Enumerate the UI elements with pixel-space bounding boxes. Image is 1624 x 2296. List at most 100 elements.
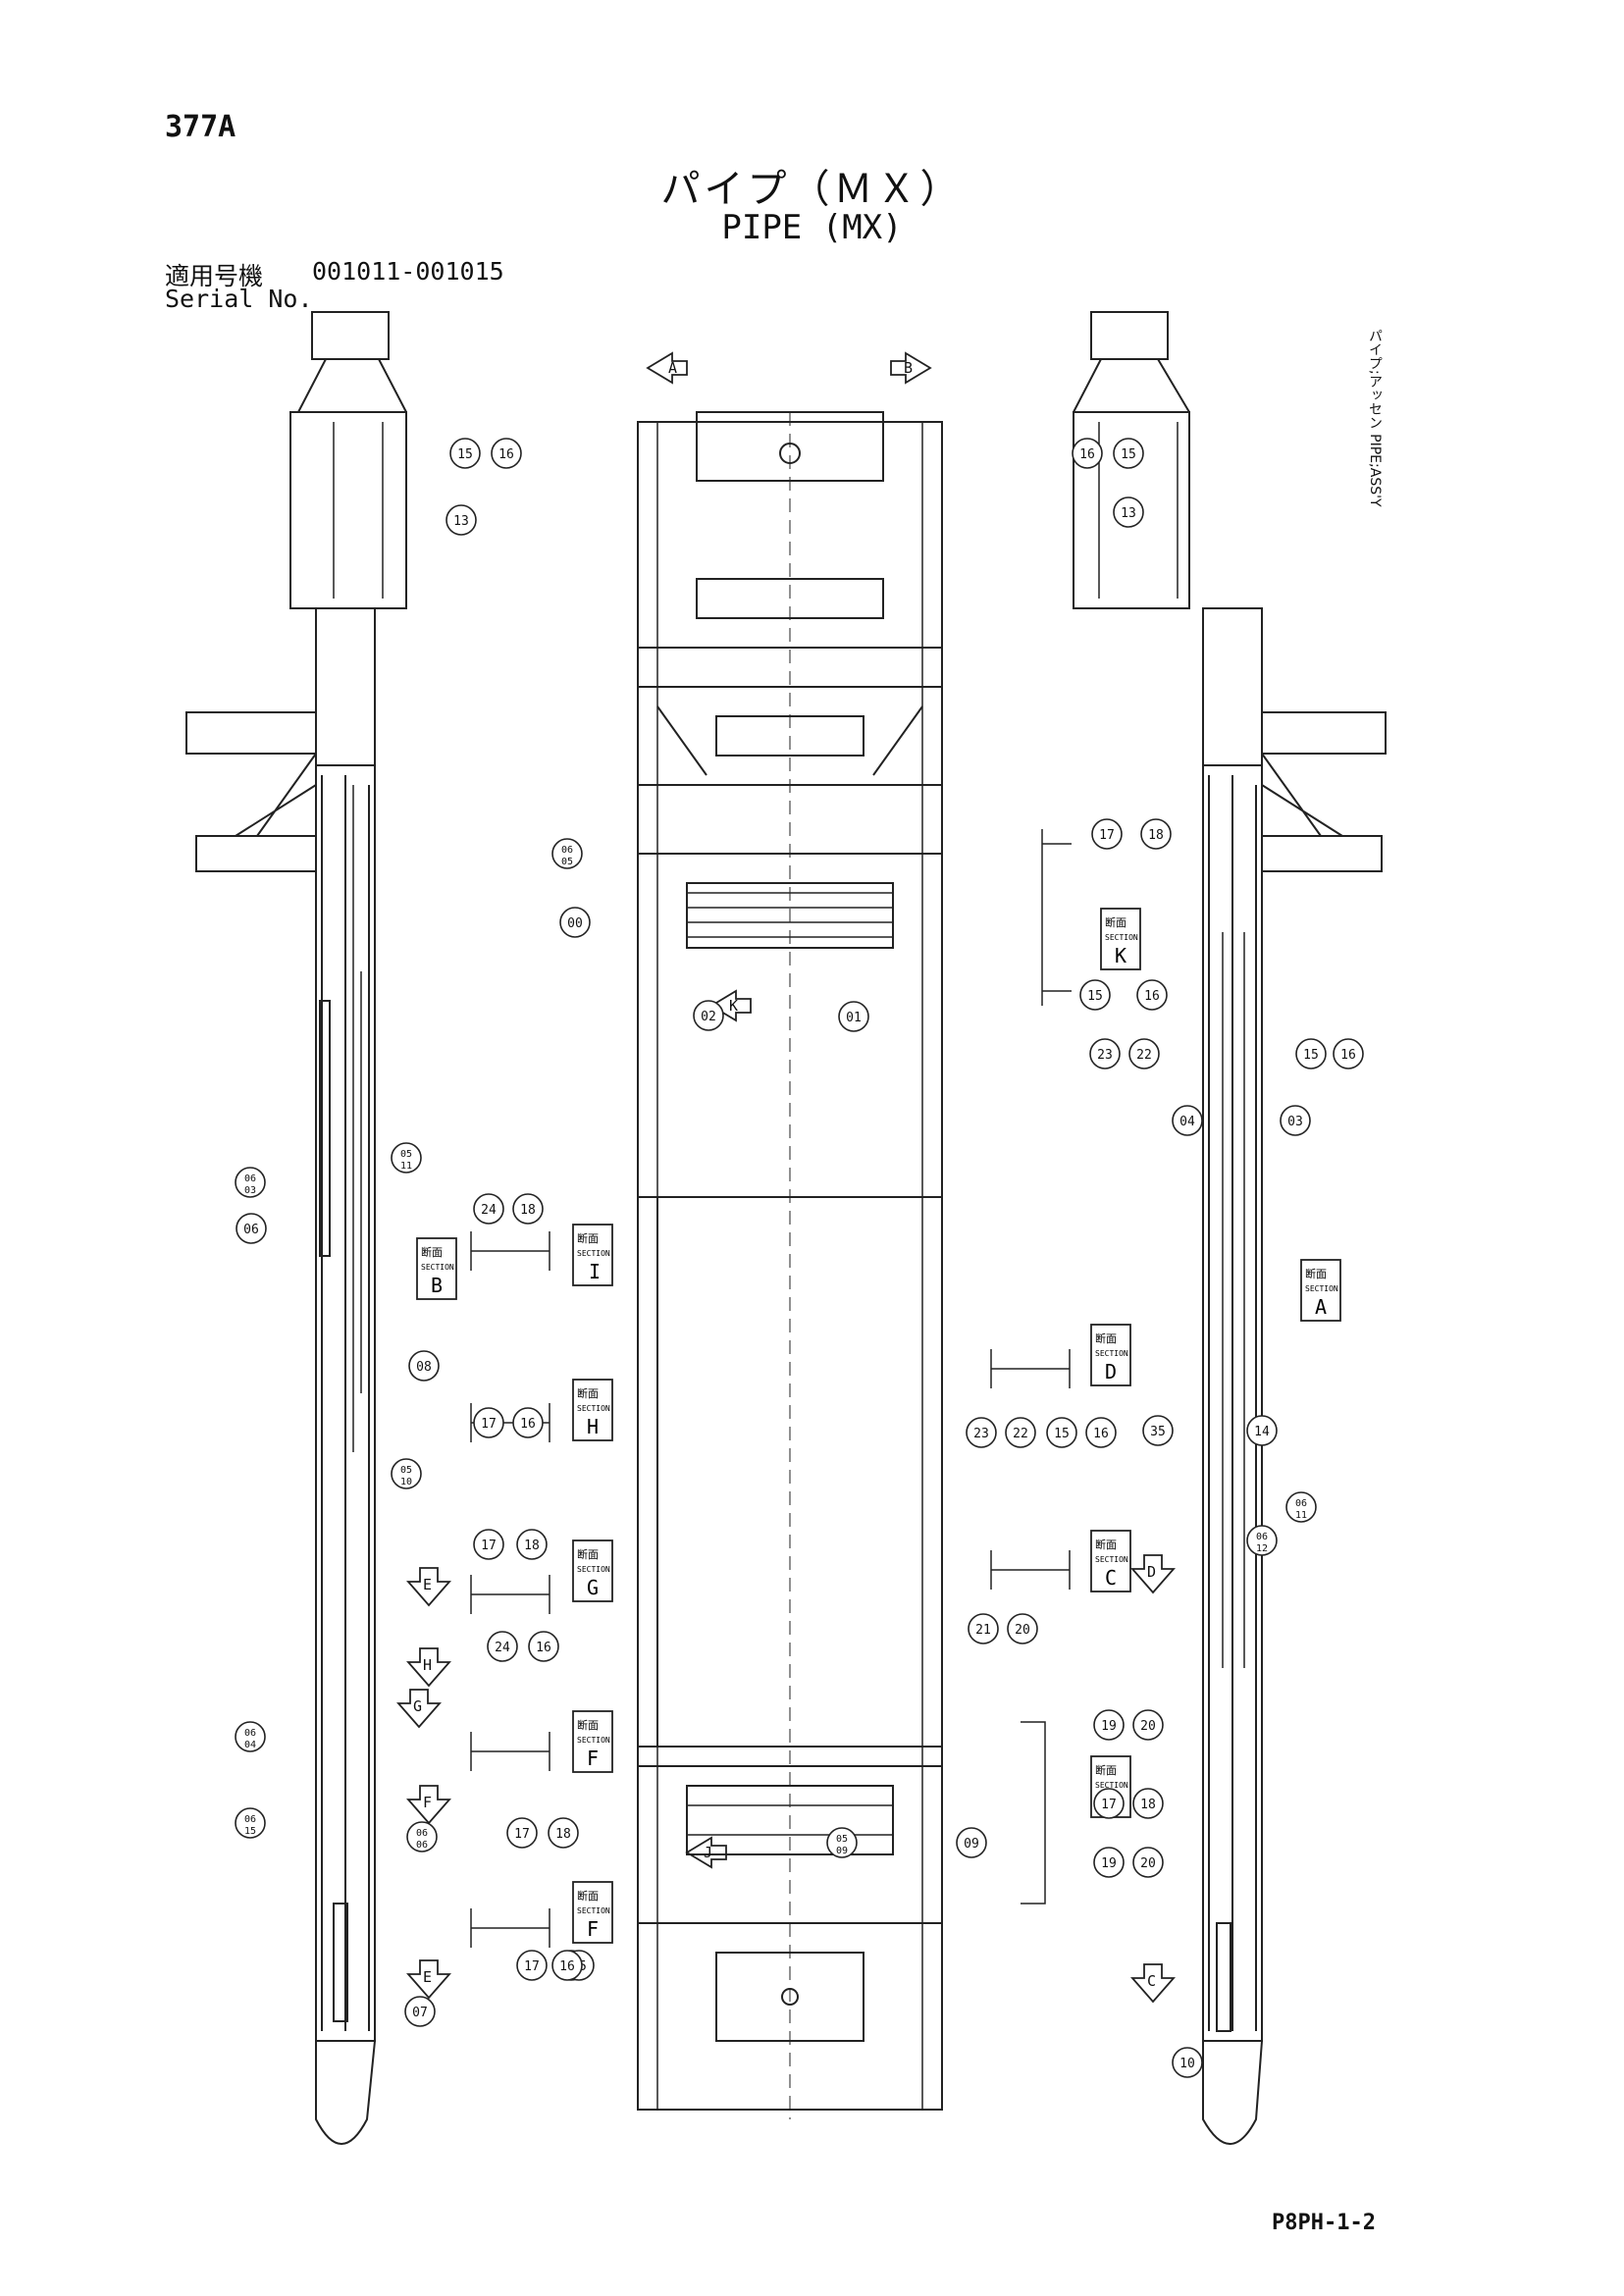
svg-text:断面: 断面 bbox=[421, 1245, 443, 1259]
svg-text:SECTION: SECTION bbox=[1095, 1555, 1128, 1564]
callout-text: 04 bbox=[244, 1740, 256, 1750]
callout-text: 20 bbox=[1140, 1719, 1156, 1734]
svg-text:SECTION: SECTION bbox=[1095, 1781, 1128, 1790]
callout-text: 18 bbox=[1140, 1798, 1156, 1812]
center-frame-view bbox=[637, 411, 943, 2119]
callout-text: 18 bbox=[555, 1827, 571, 1842]
callout-text: 16 bbox=[536, 1641, 551, 1655]
callout-16: 16 bbox=[1072, 438, 1103, 469]
section-box-b: 断面 SECTION B bbox=[416, 1237, 457, 1300]
svg-text:A: A bbox=[1315, 1295, 1327, 1319]
callout-18: 18 bbox=[548, 1817, 579, 1849]
callout-20: 20 bbox=[1132, 1847, 1164, 1878]
section-box-h: 断面 SECTION H bbox=[572, 1379, 613, 1441]
callout-text: 15 bbox=[1303, 1048, 1319, 1063]
callout-text: 06 bbox=[1295, 1498, 1307, 1509]
callout-20: 20 bbox=[1132, 1709, 1164, 1741]
callout-text: 19 bbox=[1101, 1856, 1117, 1871]
callout-24: 24 bbox=[473, 1193, 504, 1225]
callout-text: 16 bbox=[559, 1959, 575, 1974]
view-label-j: J bbox=[704, 1844, 712, 1861]
view-label-c: C bbox=[1147, 1972, 1156, 1990]
section-sketches bbox=[470, 829, 1072, 1948]
callout-text: 05 bbox=[836, 1834, 848, 1845]
callout-text: 09 bbox=[964, 1837, 979, 1852]
callout-15: 15 bbox=[449, 438, 481, 469]
callout-text: 06 bbox=[416, 1840, 428, 1851]
callout-text: 17 bbox=[514, 1827, 530, 1842]
callout-text: 08 bbox=[416, 1360, 432, 1375]
view-label-h: H bbox=[423, 1656, 432, 1674]
section-box-f2: 断面 SECTION F bbox=[572, 1881, 613, 1944]
svg-text:断面: 断面 bbox=[577, 1386, 599, 1400]
callout-text: 16 bbox=[1340, 1048, 1356, 1063]
callout-10: 10 bbox=[1172, 2047, 1203, 2078]
callout-text: 06 bbox=[243, 1223, 259, 1237]
svg-text:SECTION: SECTION bbox=[577, 1565, 610, 1574]
svg-text:I: I bbox=[589, 1260, 601, 1283]
svg-text:断面: 断面 bbox=[1095, 1538, 1117, 1551]
callout-text: 20 bbox=[1140, 1856, 1156, 1871]
callout-text: 24 bbox=[481, 1203, 497, 1218]
callout-16: 16 bbox=[512, 1407, 544, 1438]
svg-text:G: G bbox=[587, 1576, 599, 1599]
svg-text:断面: 断面 bbox=[1305, 1267, 1327, 1280]
svg-text:断面: 断面 bbox=[1095, 1763, 1117, 1777]
callout-text: 17 bbox=[524, 1959, 540, 1974]
callout-19: 19 bbox=[1093, 1709, 1125, 1741]
view-label-e: E bbox=[423, 1576, 432, 1593]
callout-04: 04 bbox=[1172, 1105, 1203, 1136]
callout-text: 04 bbox=[1179, 1115, 1195, 1129]
svg-text:F: F bbox=[587, 1917, 599, 1941]
callout-09: 09 bbox=[956, 1827, 987, 1858]
callout-16: 16 bbox=[1085, 1417, 1117, 1448]
callout-13: 13 bbox=[445, 504, 477, 536]
right-boom-view bbox=[1073, 311, 1387, 2145]
callout-20: 20 bbox=[1007, 1613, 1038, 1644]
side-note: パイプ;アッセン PIPE;ASS'Y bbox=[1367, 329, 1383, 507]
callout-23: 23 bbox=[1089, 1038, 1121, 1070]
section-box-f1: 断面 SECTION F bbox=[572, 1710, 613, 1773]
callout-text: 06 bbox=[416, 1828, 428, 1839]
callout-text: 17 bbox=[1099, 828, 1115, 843]
callout-text: 35 bbox=[1150, 1425, 1166, 1439]
callout-text: 06 bbox=[1256, 1532, 1268, 1542]
callout-text: 12 bbox=[1256, 1543, 1268, 1554]
svg-text:断面: 断面 bbox=[577, 1547, 599, 1561]
callout-text: 15 bbox=[457, 447, 473, 462]
serial-label-english: Serial No. bbox=[165, 285, 313, 313]
svg-text:SECTION: SECTION bbox=[1305, 1284, 1338, 1293]
callout-text: 16 bbox=[520, 1417, 536, 1432]
callout-text: 01 bbox=[846, 1011, 862, 1025]
svg-text:断面: 断面 bbox=[1095, 1331, 1117, 1345]
callout-text: 06 bbox=[244, 1174, 256, 1184]
svg-text:断面: 断面 bbox=[577, 1231, 599, 1245]
page-id: 377A bbox=[165, 110, 236, 144]
callout-text: 03 bbox=[244, 1185, 256, 1196]
callout-text: 17 bbox=[481, 1539, 497, 1553]
section-box-i: 断面 SECTION I bbox=[572, 1224, 613, 1286]
svg-text:断面: 断面 bbox=[1105, 915, 1126, 929]
view-label-b1: B bbox=[904, 359, 913, 377]
callout-18: 18 bbox=[516, 1529, 548, 1560]
callout-text: 03 bbox=[1287, 1115, 1303, 1129]
callout-23: 23 bbox=[966, 1417, 997, 1448]
callout-18: 18 bbox=[1140, 818, 1172, 850]
callout-00: 00 bbox=[559, 907, 591, 938]
svg-text:SECTION: SECTION bbox=[577, 1736, 610, 1745]
callout-01: 01 bbox=[838, 1001, 869, 1032]
callout-text: 06 bbox=[244, 1814, 256, 1825]
view-label-a1: A bbox=[668, 359, 677, 377]
svg-text:SECTION: SECTION bbox=[421, 1263, 454, 1272]
callout-17: 17 bbox=[1091, 818, 1123, 850]
callout-06: 06 bbox=[236, 1213, 267, 1244]
serial-range: 001011-001015 bbox=[312, 257, 504, 286]
callout-text: 20 bbox=[1015, 1623, 1030, 1638]
svg-text:SECTION: SECTION bbox=[577, 1249, 610, 1258]
